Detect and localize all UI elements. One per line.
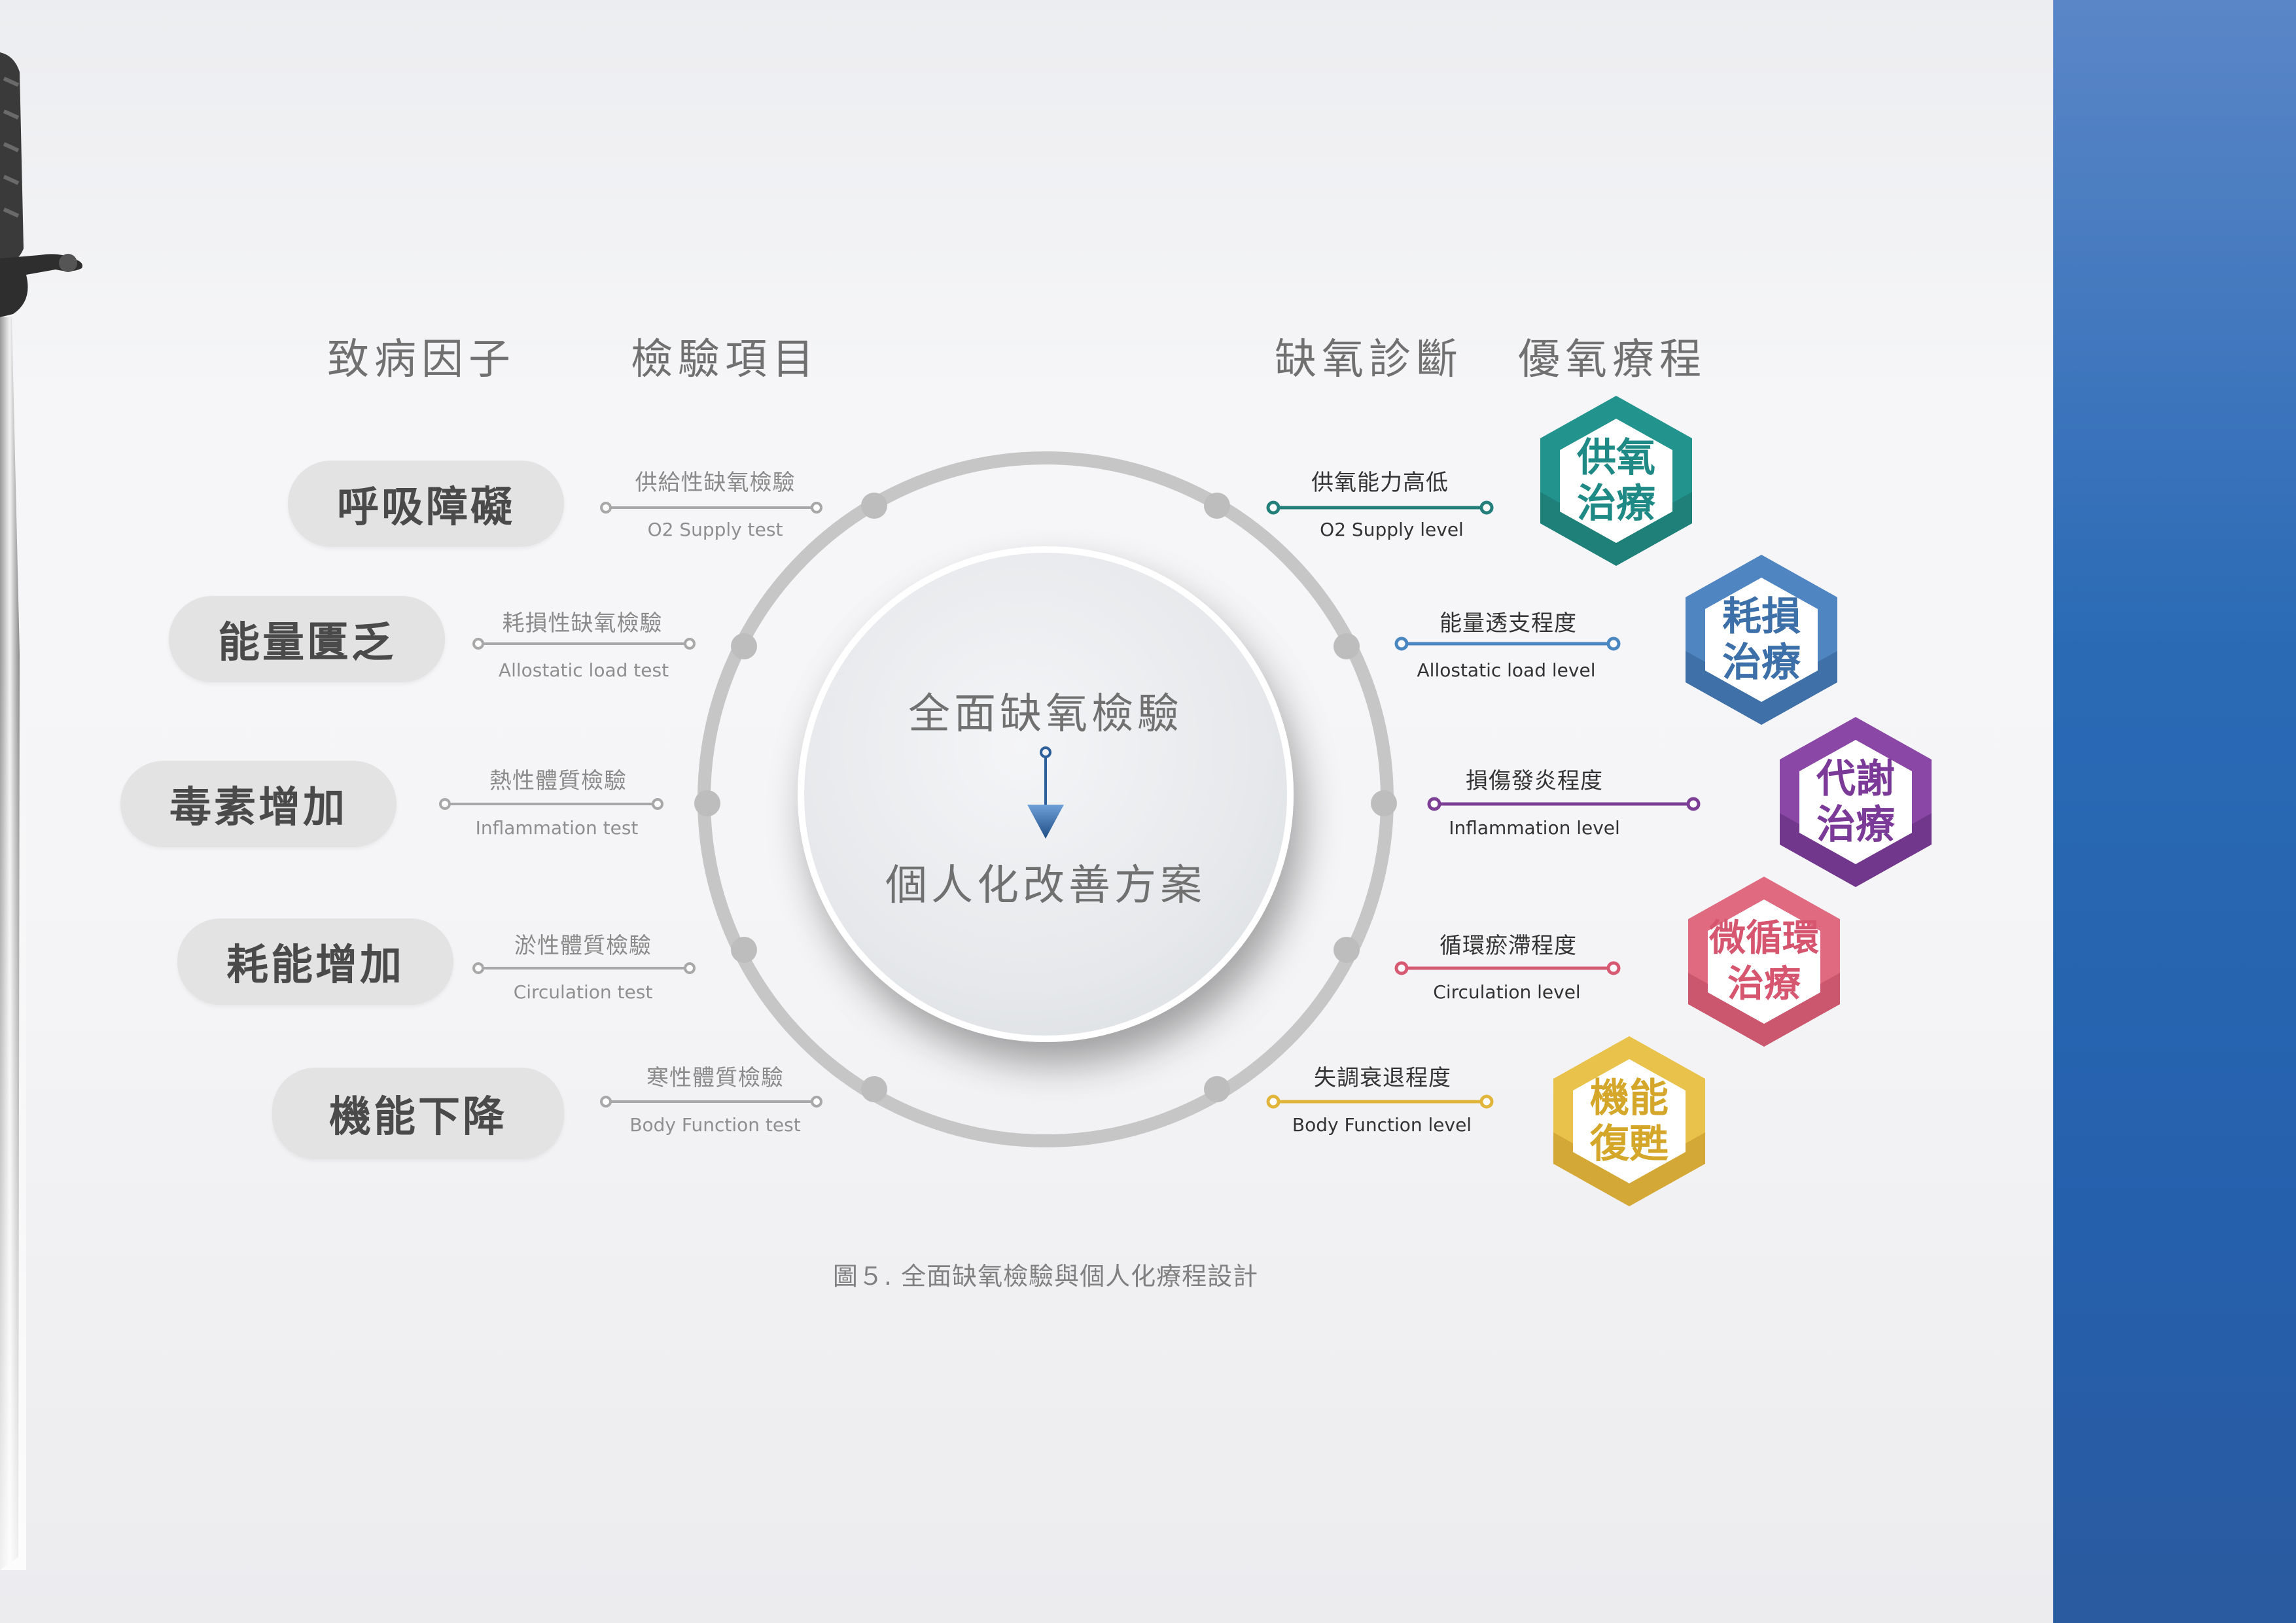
therapy-label: 耗損治療 — [1722, 594, 1801, 686]
test-label-en: O2 Supply test — [647, 519, 783, 540]
test-label-en: Inflammation test — [475, 817, 639, 839]
test-label-en: Body Function test — [629, 1114, 801, 1136]
sword-image — [0, 52, 82, 1570]
header-oxygen-therapy: 優氧療程 — [1518, 336, 1706, 384]
factor-pill: 機能下降 — [272, 1068, 564, 1159]
figure-caption: 圖５. 全面缺氧檢驗與個人化療程設計 — [832, 1262, 1259, 1291]
therapy-label: 供氧治療 — [1577, 435, 1655, 527]
factor-pill: 毒素增加 — [120, 761, 397, 847]
factor-label: 毒素增加 — [169, 784, 347, 832]
center-subtitle: 個人化改善方案 — [885, 862, 1206, 910]
test-label-en: Circulation test — [513, 981, 653, 1003]
factor-label: 呼吸障礙 — [337, 483, 515, 532]
diagnosis-label-cn: 循環瘀滯程度 — [1439, 933, 1577, 959]
diagnosis-label-en: O2 Supply level — [1320, 519, 1464, 540]
header-pathogenic-factors: 致病因子 — [327, 336, 516, 384]
factor-pill: 能量匱乏 — [169, 596, 445, 682]
down-arrow-icon — [1027, 805, 1064, 839]
therapy-label: 微循環治療 — [1709, 917, 1819, 1005]
center-title: 全面缺氧檢驗 — [908, 690, 1183, 739]
hexagon-badges — [1540, 396, 1932, 1206]
header-hypoxia-diagnosis: 缺氧診斷 — [1275, 336, 1463, 384]
diagnosis-label-cn: 失調衰退程度 — [1314, 1065, 1451, 1091]
diagnosis-label-en: Circulation level — [1433, 981, 1581, 1003]
header-test-items: 檢驗項目 — [631, 336, 819, 384]
test-label-en: Allostatic load test — [498, 659, 669, 681]
ring-nodes — [694, 493, 1397, 1102]
diagnosis-label-cn: 能量透支程度 — [1439, 610, 1577, 637]
test-label-cn: 淤性體質檢驗 — [514, 933, 652, 959]
diagnosis-label-en: Body Function level — [1292, 1114, 1472, 1136]
diagnosis-label-en: Allostatic load level — [1417, 659, 1596, 681]
factor-label: 機能下降 — [329, 1093, 507, 1142]
test-label-cn: 熱性體質檢驗 — [489, 768, 627, 794]
factor-pill: 耗能增加 — [177, 918, 453, 1005]
therapy-label: 代謝治療 — [1816, 756, 1895, 848]
diagnosis-label-cn: 損傷發炎程度 — [1466, 768, 1603, 794]
therapy-label: 機能復甦 — [1590, 1075, 1669, 1167]
diagnosis-label-cn: 供氧能力高低 — [1311, 470, 1449, 496]
blue-sidebar — [2053, 0, 2296, 1623]
test-label-cn: 寒性體質檢驗 — [646, 1065, 784, 1091]
diagnosis-label-en: Inflammation level — [1449, 817, 1620, 839]
factor-pill: 呼吸障礙 — [288, 461, 564, 547]
factor-label: 耗能增加 — [226, 941, 404, 990]
test-label-cn: 耗損性缺氧檢驗 — [502, 610, 663, 637]
test-label-cn: 供給性缺氧檢驗 — [635, 470, 796, 496]
factor-label: 能量匱乏 — [218, 619, 396, 667]
